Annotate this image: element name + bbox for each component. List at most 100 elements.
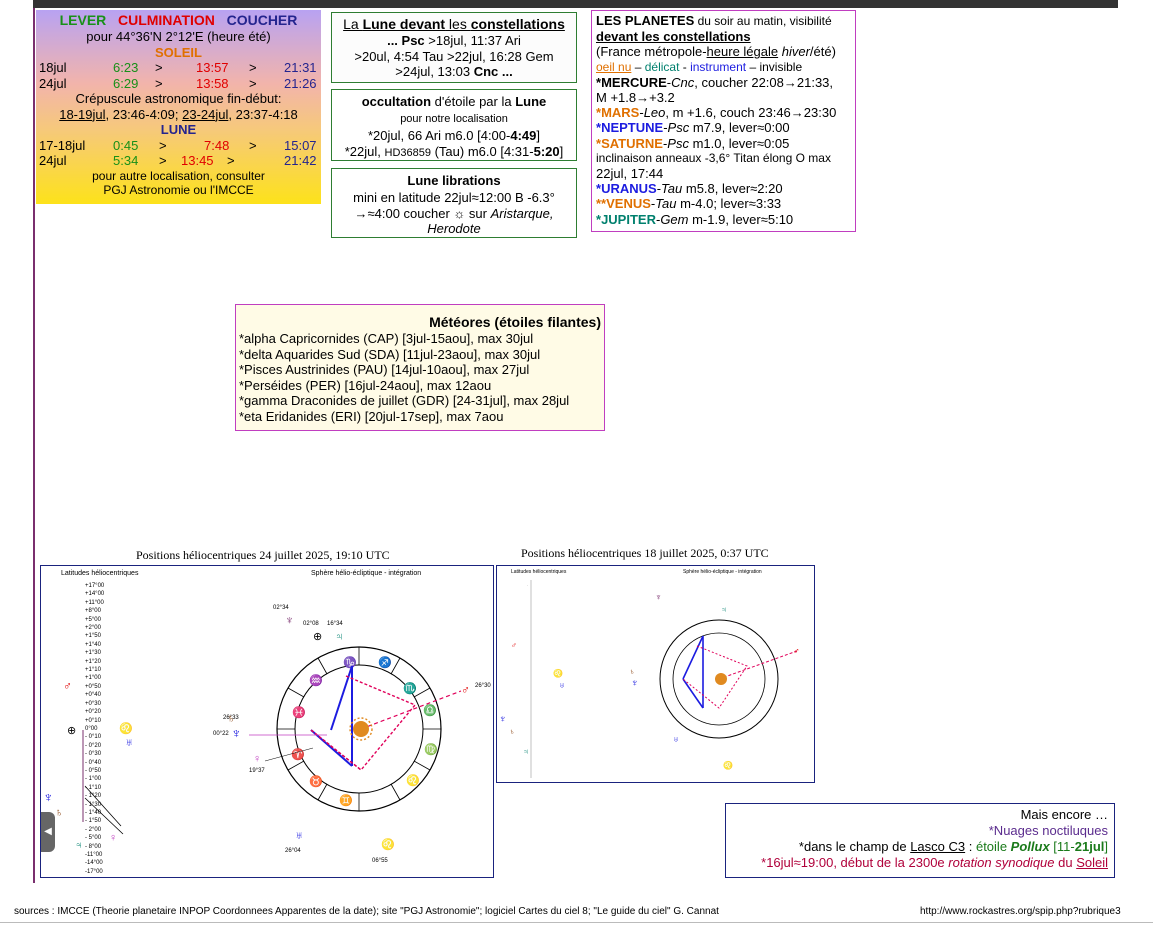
planet-prefix: * — [596, 135, 602, 151]
chart1-label: 26°04 — [285, 848, 301, 854]
planet-sep: - — [666, 74, 672, 90]
chart1-label: 26°33 — [223, 715, 239, 721]
t: >24jul, 13:03 — [395, 64, 474, 79]
meteor-item: *alpha Capricornides (CAP) [3jul-15aou],… — [239, 331, 534, 346]
t: délicat — [644, 59, 680, 74]
svg-text:⊕: ⊕ — [67, 725, 76, 737]
t: instrument — [690, 59, 747, 74]
latitude-tick: +8°00 — [85, 608, 101, 615]
t: HD36859 — [384, 146, 431, 159]
left-rule — [33, 8, 35, 883]
sun-moon-times-box: LEVER CULMINATION COUCHER pour 44°36'N 2… — [36, 10, 321, 204]
planets-title: LES PLANETES du soir au matin, visibilit… — [596, 13, 851, 29]
t: Lune devant — [362, 16, 446, 32]
crep-time-1: , 23:46-4:09; — [105, 106, 183, 122]
soleil-link[interactable]: Soleil — [1076, 855, 1108, 870]
planet-item: *MERCURE-Cnc, coucher 22:08→21:33, — [596, 75, 851, 90]
t: 5:20 — [533, 143, 560, 159]
meteor-item: *Perséides (PER) [16jul-24aou], max 12ao… — [239, 377, 492, 393]
chart1-label: 02°34 — [273, 605, 289, 611]
svg-text:♈: ♈ — [291, 748, 305, 761]
planet-info: m5.8, lever≈2:20 — [682, 181, 783, 197]
planet-name: MARS — [601, 105, 640, 121]
planet-sep: - — [639, 105, 644, 121]
meteor-item: *eta Eridanides (ERI) [20jul-17sep], max… — [239, 408, 504, 424]
planet-prefix: * — [596, 120, 602, 136]
t: étoile — [975, 839, 1011, 854]
footer-url[interactable]: http://www.rockastres.org/spip.php?rubri… — [920, 906, 1121, 917]
latitude-tick: - 0°30 — [85, 751, 102, 758]
more-title: Mais encore … — [1020, 807, 1108, 822]
planet-item: *JUPITER-Gem m-1.9, lever≈5:10 — [596, 212, 851, 227]
t: ] — [536, 128, 540, 143]
latitude-tick: +14°00 — [85, 591, 105, 598]
planet-item: *SATURNE-Psc m1.0, lever≈0:05 — [596, 136, 851, 151]
note-1: pour autre localisation, consulter — [92, 168, 265, 183]
lib-title: Lune librations — [407, 173, 501, 188]
scroll-handle[interactable]: ◀ — [41, 812, 55, 852]
planet-item: inclinaison anneaux -3,6° Titan élong O … — [596, 150, 831, 165]
occultation-box: occultation d'étoile par la Lune pour no… — [331, 89, 577, 161]
chart1-ticks: +17°00+14°00+11°00+8°00+5°00+2°00+1°50+1… — [85, 582, 115, 876]
planet-prefix: * — [596, 74, 602, 90]
sun-row-1: 18jul 6:23 > 13:57 > 21:31 — [39, 60, 318, 76]
chart2-title: Positions héliocentriques 18 juillet 202… — [521, 546, 769, 560]
planet-info: m7.9, lever≈0:00 — [689, 120, 790, 136]
t: Aristarque, — [490, 205, 554, 221]
occ-line-1: *20jul, 66 Ari m6.0 [4:00-4:49] — [336, 128, 572, 144]
row-sep: > — [249, 137, 257, 153]
moon-row-2: 24jul 5:34 > 13:45 > 21:42 — [39, 153, 318, 169]
t: *dans le champ de — [798, 839, 911, 854]
row-coucher: 15:07 — [284, 137, 317, 153]
planets-subtitle: devant les constellations — [596, 29, 751, 45]
latitude-tick: -17°00 — [85, 868, 103, 875]
moonc-title: La Lune devant les constellations — [336, 16, 572, 33]
planets-key: oeil nu – délicat - instrument – invisib… — [596, 60, 851, 75]
svg-text:♄: ♄ — [509, 727, 515, 736]
top-bar — [33, 0, 1118, 8]
latitude-tick: - 1°10 — [85, 784, 102, 791]
planet-constellation: Psc — [667, 135, 689, 151]
librations-box: Lune librations mini en latitude 22jul≈1… — [331, 168, 577, 238]
t: *16jul≈19:00, début de la 2300e — [761, 855, 949, 870]
planets-zone: (France métropole-heure légale hiver/été… — [596, 44, 851, 59]
planet-name: VENUS — [606, 196, 651, 212]
t: heure légale — [706, 44, 779, 60]
moonc-line-2: >20ul, 4:54 Tau >22jul, 16:28 Gem — [354, 48, 554, 64]
t: - — [679, 59, 691, 74]
svg-text:♓: ♓ — [292, 706, 306, 719]
row-coucher: 21:26 — [284, 75, 317, 91]
planet-info: m-4.0; lever≈3:33 — [676, 196, 782, 212]
svg-text:♌: ♌ — [553, 668, 563, 678]
more-line-1: *Nuages noctiluques — [988, 823, 1108, 838]
planet-info: m-1.9, lever≈5:10 — [688, 211, 794, 227]
planet-constellation: Cnc — [671, 74, 695, 90]
planet-info: m1.0, lever≈0:05 — [688, 135, 790, 151]
svg-text:♅: ♅ — [673, 735, 679, 744]
planet-sep: - — [650, 196, 656, 212]
t: →≈4:00 coucher ☼ sur — [354, 205, 491, 221]
planet-prefix: * — [596, 105, 602, 121]
t: ... — [387, 33, 402, 48]
more-line-3: *16jul≈19:00, début de la 2300e rotation… — [732, 855, 1108, 871]
latitude-tick: - 1°20 — [85, 793, 102, 800]
occ-line-2: *22jul, HD36859 (Tau) m6.0 [4:31-5:20] — [336, 144, 572, 162]
row-sep: > — [249, 60, 257, 75]
row-sep: > — [249, 75, 257, 91]
row-date: 17-18jul — [39, 137, 86, 153]
planet-name: SATURNE — [601, 135, 663, 151]
svg-text:.: . — [527, 582, 528, 587]
latitude-tick: -14°00 — [85, 860, 103, 867]
row-culm: 13:58 — [196, 75, 229, 91]
svg-text:♄: ♄ — [227, 713, 235, 725]
chart1-planet-symbols: ♆ ⊕ ♃ ♂ ♄ ♆ ♀ ♅ ♌ — [227, 613, 470, 851]
lasco-link[interactable]: Lasco C3 — [910, 839, 966, 854]
t: Psc — [401, 33, 425, 48]
chart1-label: 26°30 — [475, 683, 491, 689]
planet-name: URANUS — [601, 181, 657, 197]
t: d'étoile par la — [431, 94, 516, 109]
lune-title: LUNE — [160, 122, 197, 137]
row-sep: > — [159, 137, 167, 153]
t: 21jul — [1074, 839, 1105, 854]
chart1-svg: ♂ ⊕ ♌ ♅ ♆ ♄ ♃ ♀ ♑ ♐ ♏ ♎ ♍ ♌ — [43, 605, 491, 864]
